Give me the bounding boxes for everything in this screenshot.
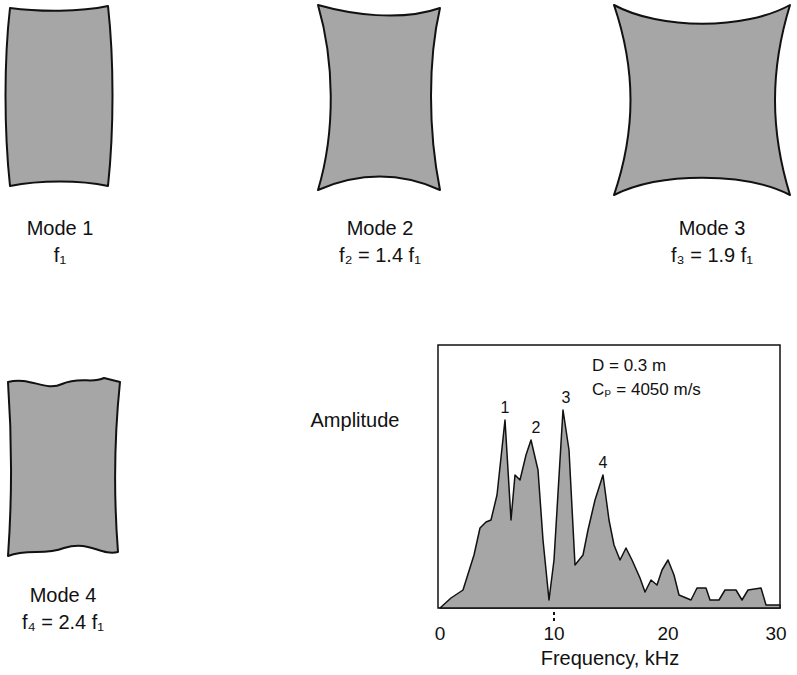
peak-number: 3 (562, 390, 571, 406)
mode-frequency: f₂ = 1.4 f₁ (339, 245, 421, 265)
peak-number: 2 (532, 420, 541, 436)
mode-frequency: f₁ (54, 245, 66, 265)
axis-tick (553, 612, 555, 622)
parameter-note: Cₚ = 4050 m/s (592, 381, 701, 398)
mode-name: Mode 3 (679, 218, 746, 238)
mode-name: Mode 4 (30, 585, 97, 605)
mode-shape (8, 378, 120, 556)
tick-label: 20 (657, 624, 678, 643)
mode-shape (614, 5, 790, 195)
mode-frequency: f₄ = 2.4 f₁ (22, 612, 104, 632)
chart-frame (438, 345, 780, 608)
mode-frequency: f₃ = 1.9 f₁ (671, 245, 753, 265)
mode-name: Mode 2 (347, 218, 414, 238)
mode-shape (318, 5, 440, 190)
parameter-note: D = 0.3 m (592, 357, 666, 374)
mode-shape (6, 6, 113, 186)
peak-number: 4 (599, 455, 608, 471)
tick-label: 0 (435, 624, 446, 643)
axis-title: Frequency, kHz (541, 648, 680, 668)
mode-name: Mode 1 (27, 218, 94, 238)
tick-label: 30 (765, 624, 786, 643)
spectrum (440, 410, 780, 608)
tick-label: 10 (543, 624, 564, 643)
peak-number: 1 (501, 400, 510, 416)
axis-title: Amplitude (311, 410, 400, 430)
